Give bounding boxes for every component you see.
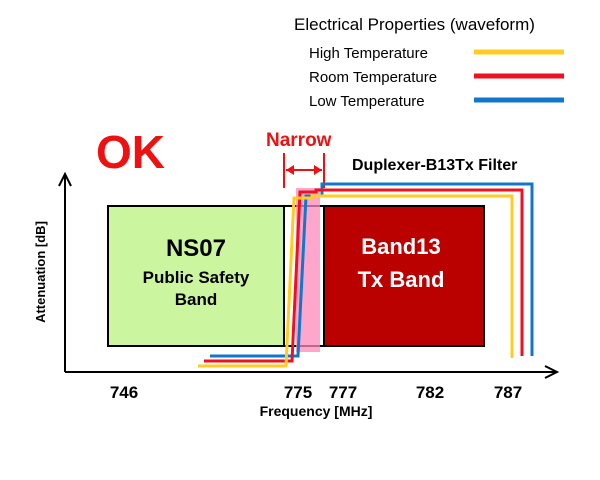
legend-label-high: High Temperature: [309, 45, 428, 62]
tick-label: 777: [329, 383, 357, 402]
tick-label: 746: [110, 383, 138, 402]
y-axis-arrow: [58, 171, 72, 187]
filter-label: Duplexer-B13Tx Filter: [352, 157, 517, 174]
ok-status-label: OK: [96, 126, 165, 178]
tick-label: 782: [416, 383, 444, 402]
band13-subtitle: Tx Band: [358, 267, 445, 292]
narrow-arrow-left-head: [286, 165, 294, 175]
legend-label-low: Low Temperature: [309, 93, 425, 110]
legend-label-room: Room Temperature: [309, 69, 437, 86]
tick-label: 775: [284, 383, 312, 402]
x-axis-label: Frequency [MHz]: [260, 403, 373, 419]
waveform-room-temperature: [204, 188, 524, 363]
band13-title: Band13: [361, 234, 440, 259]
band13-tx-box: [323, 205, 485, 347]
narrow-label: Narrow: [266, 130, 332, 151]
waveform-high-temperature: [198, 194, 514, 368]
ns07-line3: Band: [175, 290, 218, 309]
tick-label: 787: [494, 383, 522, 402]
legend-title: Electrical Properties (waveform): [294, 15, 535, 34]
x-axis-arrow: [544, 365, 560, 379]
ns07-line2: Public Safety: [143, 268, 250, 287]
narrow-arrow-right-head: [314, 165, 322, 175]
y-axis-label: Attenuation [dB]: [33, 221, 48, 323]
ns07-title: NS07: [166, 235, 226, 262]
